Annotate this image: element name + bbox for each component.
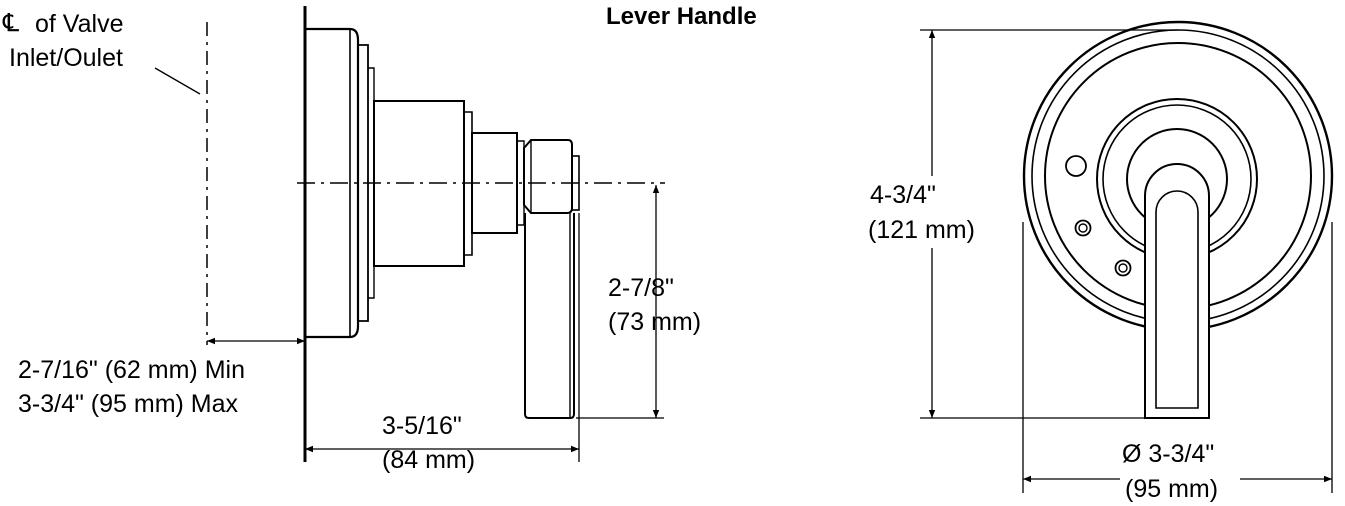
screw-2-inner [1118, 263, 1128, 273]
centerline-symbol: ℄ [2, 9, 19, 37]
lever-blade [524, 213, 575, 419]
dia-label-backing [1120, 469, 1240, 503]
diameter-label-in: Ø 3-3/4" [1122, 440, 1214, 468]
screw-1 [1074, 219, 1092, 237]
diagram-title: Lever Handle [606, 3, 757, 30]
height-label-backing [862, 176, 1004, 248]
height-label-mm: (121 mm) [868, 216, 975, 244]
side-view [154, 6, 665, 462]
projection-label-in: 3-5/16" [382, 412, 462, 440]
drop-label-in: 2-7/8" [608, 274, 674, 302]
escutcheon-plate [305, 27, 360, 339]
indicator-hole [1065, 155, 1087, 177]
centerline-label-line1: of Valve [35, 10, 123, 38]
diameter-label-mm: (95 mm) [1125, 475, 1218, 503]
screw-1-inner [1078, 223, 1088, 233]
drop-label-mm: (73 mm) [608, 308, 701, 336]
lever-front [1144, 163, 1210, 419]
lever-front-inner [1155, 190, 1199, 409]
front-view [920, 20, 1334, 493]
screw-2 [1114, 259, 1132, 277]
depth-max-label: 3-3/4" (95 mm) Max [18, 390, 239, 418]
centerline-label-line2: Inlet/Oulet [9, 44, 123, 72]
projection-label-mm: (84 mm) [382, 446, 475, 474]
dia-label-backing-top [1118, 438, 1244, 464]
height-label-in: 4-3/4" [870, 181, 936, 209]
depth-min-label: 2-7/16" (62 mm) Min [18, 356, 245, 384]
centerline-leader [154, 67, 201, 95]
